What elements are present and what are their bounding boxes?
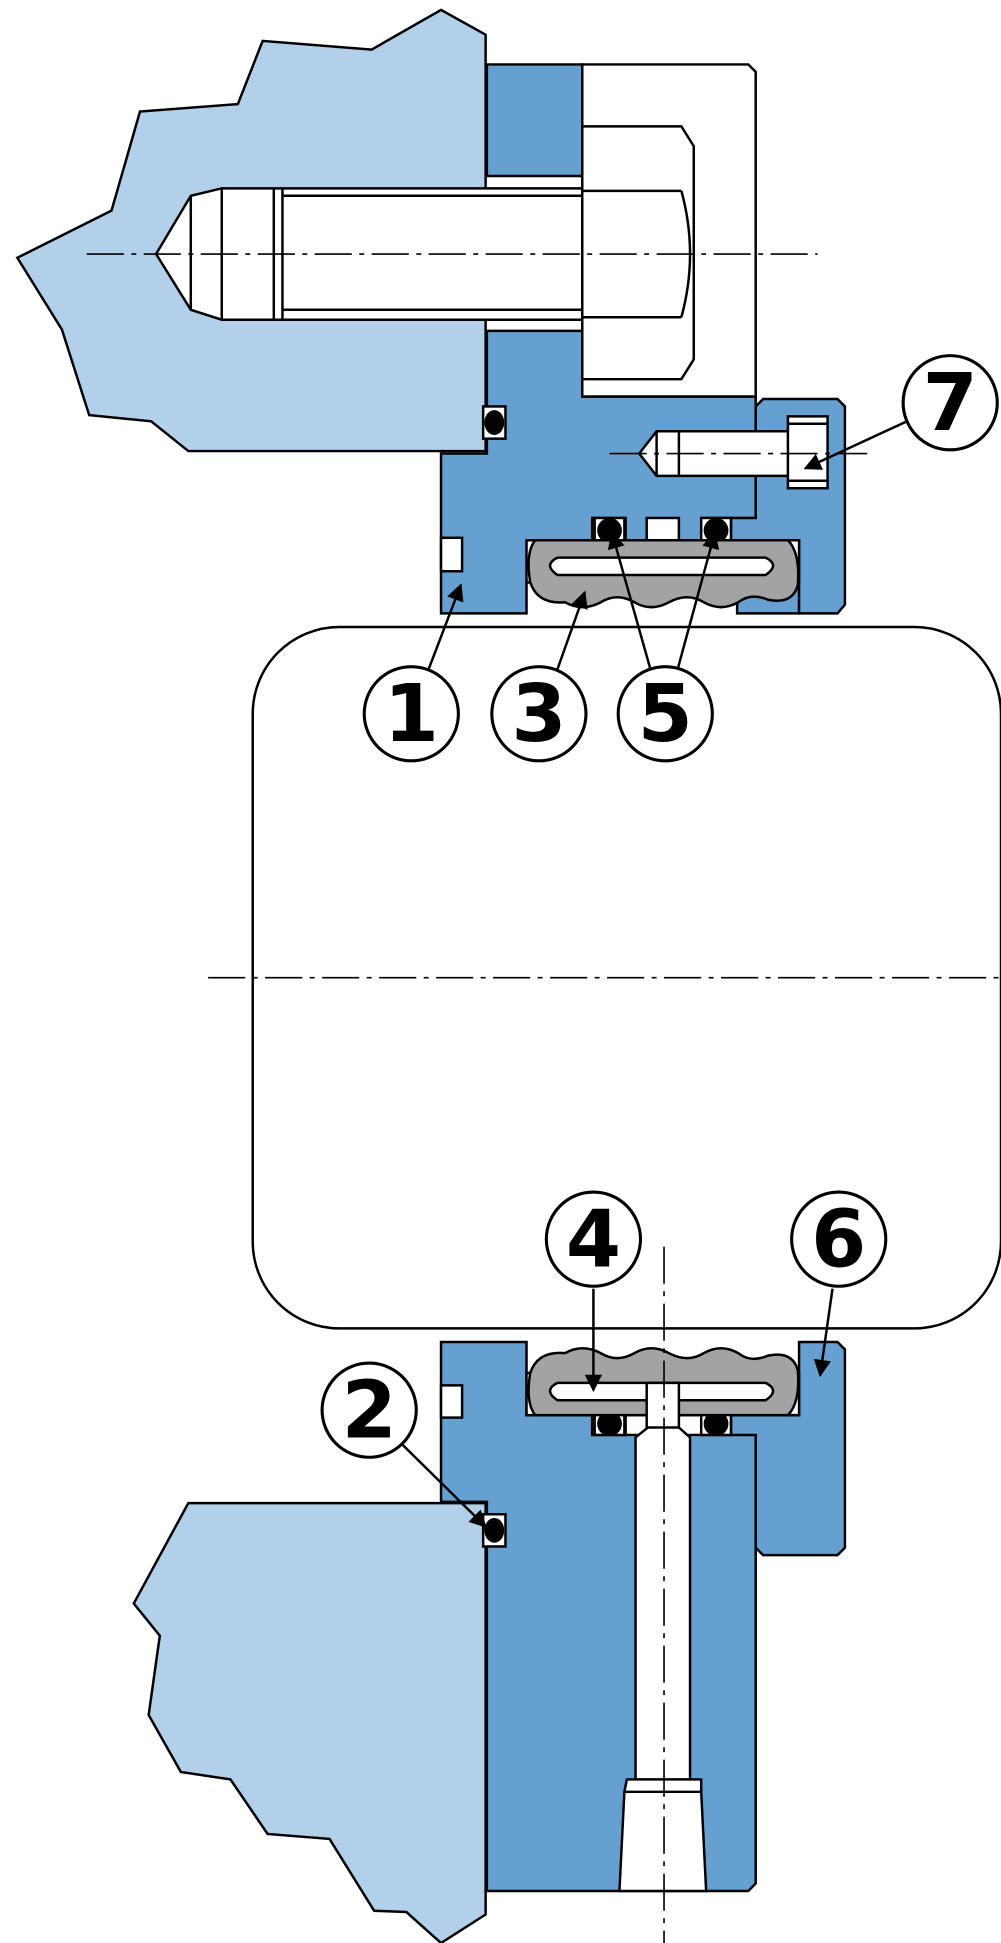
callout-2-label: 2 — [342, 1364, 397, 1457]
leader-5b — [676, 531, 720, 670]
callout-1: 1 — [362, 665, 460, 763]
bottom-machine-body — [132, 1501, 487, 1943]
bottom-oring-a — [597, 1411, 622, 1437]
callout-2: 2 — [320, 1361, 418, 1459]
callout-1-label: 1 — [384, 667, 439, 760]
callout-5: 5 — [616, 665, 714, 763]
callout-4-label: 4 — [566, 1193, 621, 1286]
top-oring — [484, 410, 505, 435]
top-slot — [439, 536, 464, 573]
callout-7: 7 — [901, 354, 999, 452]
callout-4: 4 — [544, 1190, 643, 1288]
leader-5a — [607, 531, 652, 670]
top-bolt — [154, 125, 696, 381]
top-seal-3-slot — [548, 556, 775, 577]
leader-7 — [803, 420, 908, 470]
bottom-screw — [618, 1426, 708, 1893]
callout-7-label: 7 — [923, 356, 978, 449]
leader-3 — [556, 590, 588, 670]
bottom-oring-2 — [484, 1517, 505, 1543]
leader-1 — [427, 583, 464, 670]
leader-2 — [401, 1443, 487, 1528]
callout-6: 6 — [790, 1190, 888, 1288]
callout-3: 3 — [490, 665, 588, 763]
bottom-oring-b — [703, 1411, 729, 1437]
callout-6-label: 6 — [811, 1193, 866, 1286]
bottom-slot — [439, 1384, 464, 1419]
callout-3-label: 3 — [511, 667, 566, 760]
leader-6 — [813, 1288, 834, 1378]
callout-5-label: 5 — [638, 667, 693, 760]
